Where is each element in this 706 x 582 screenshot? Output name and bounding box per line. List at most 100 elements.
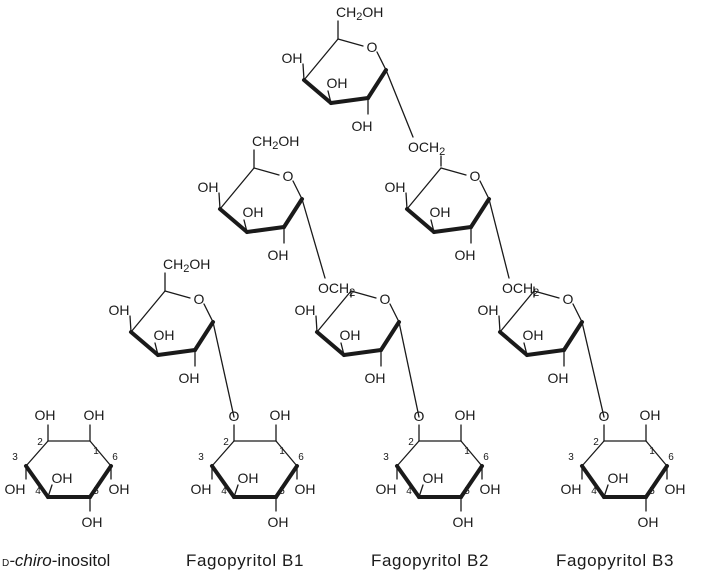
bond: [203, 303, 214, 323]
oh-label: OH: [423, 470, 444, 486]
och2-link-b3-top: OCH2: [408, 139, 445, 167]
oh-label: OH: [478, 302, 499, 318]
oh-label: OH: [430, 204, 451, 220]
glycosidic-bond: [398, 321, 420, 418]
bond: [418, 484, 424, 498]
glycosidic-bond: [212, 321, 235, 418]
ring-oxygen-label: O: [283, 168, 294, 184]
bond-bold: [525, 348, 566, 357]
oh-label: OH: [179, 370, 200, 386]
oh-label: OH: [638, 514, 659, 530]
caption-d-chiro-inositol: D-chiro-inositol: [2, 551, 110, 570]
oh-label: OH: [35, 407, 56, 423]
bond: [218, 192, 221, 210]
position-number: 4: [221, 486, 227, 497]
bond: [315, 315, 318, 333]
position-number: 5: [93, 486, 99, 497]
position-number: 4: [406, 486, 412, 497]
oh-label: OH: [238, 470, 259, 486]
position-number: 1: [279, 446, 285, 457]
bond: [253, 167, 280, 176]
position-number: 3: [383, 452, 389, 463]
ch2oh-label: CH2OH: [336, 4, 383, 23]
oh-label: OH: [154, 327, 175, 343]
position-number: 2: [593, 437, 599, 448]
oh-label: OH: [109, 481, 130, 497]
bond: [233, 484, 239, 498]
bond: [581, 440, 605, 467]
oh-label: OH: [82, 514, 103, 530]
bond-bold: [329, 96, 370, 105]
bond: [327, 90, 332, 104]
bond-bold: [580, 464, 606, 499]
bond-bold: [562, 320, 584, 352]
bond: [47, 484, 53, 498]
oh-label: OH: [376, 481, 397, 497]
bond: [406, 167, 442, 210]
oh-label: OH: [665, 481, 686, 497]
bond: [219, 167, 255, 210]
bond-bold: [395, 464, 421, 499]
och2-link-b2: OCH2: [318, 280, 355, 299]
ring-oxygen-label: O: [563, 291, 574, 307]
ring-oxygen-label: O: [367, 39, 378, 55]
oh-label: OH: [523, 327, 544, 343]
bond-bold: [282, 197, 304, 229]
bond: [460, 440, 483, 467]
oh-label: OH: [282, 50, 303, 66]
bond: [440, 167, 467, 176]
bond: [302, 63, 305, 81]
och2-label: OCH2: [502, 280, 539, 299]
position-number: 5: [649, 486, 655, 497]
position-number: 5: [279, 486, 285, 497]
ring-oxygen-label: O: [380, 291, 391, 307]
oh-label: OH: [455, 247, 476, 263]
bond-bold: [193, 320, 215, 352]
bond: [25, 440, 49, 467]
bond: [89, 440, 112, 467]
bond-bold: [302, 78, 333, 105]
oh-label: OH: [52, 470, 73, 486]
glycosidic-bond: [488, 198, 510, 279]
position-number: 6: [298, 452, 304, 463]
bond-bold: [24, 464, 50, 499]
position-number: 4: [35, 486, 41, 497]
caption-chiro-italic: -chiro: [9, 551, 52, 570]
bond: [316, 290, 352, 333]
bond: [533, 290, 560, 299]
bond: [645, 440, 668, 467]
och2-link-b3: OCH2: [502, 280, 539, 299]
bond: [243, 219, 248, 233]
och2-label: OCH2: [318, 280, 355, 299]
bond-bold: [459, 464, 484, 499]
position-number: 2: [37, 437, 43, 448]
oh-label: OH: [480, 481, 501, 497]
oh-label: OH: [385, 179, 406, 195]
position-number: 4: [591, 486, 597, 497]
bond: [499, 290, 535, 333]
bond-bold: [342, 348, 383, 357]
bond-bold: [379, 320, 401, 352]
caption-fagopyritol-b1: Fagopyritol B1: [186, 551, 304, 570]
position-number: 3: [198, 452, 204, 463]
glycosidic-bond: [385, 69, 414, 138]
glycosidic-bond: [581, 321, 605, 418]
oh-label: OH: [198, 179, 219, 195]
bond: [350, 290, 377, 299]
bond-bold: [315, 330, 346, 357]
bond: [405, 192, 408, 210]
bond: [154, 342, 159, 356]
oh-label: OH: [5, 481, 26, 497]
bond-bold: [498, 330, 529, 357]
bond: [523, 342, 528, 356]
oh-label: OH: [84, 407, 105, 423]
position-number: 6: [483, 452, 489, 463]
bond-bold: [644, 464, 669, 499]
caption-d-small-caps: D: [2, 558, 9, 569]
